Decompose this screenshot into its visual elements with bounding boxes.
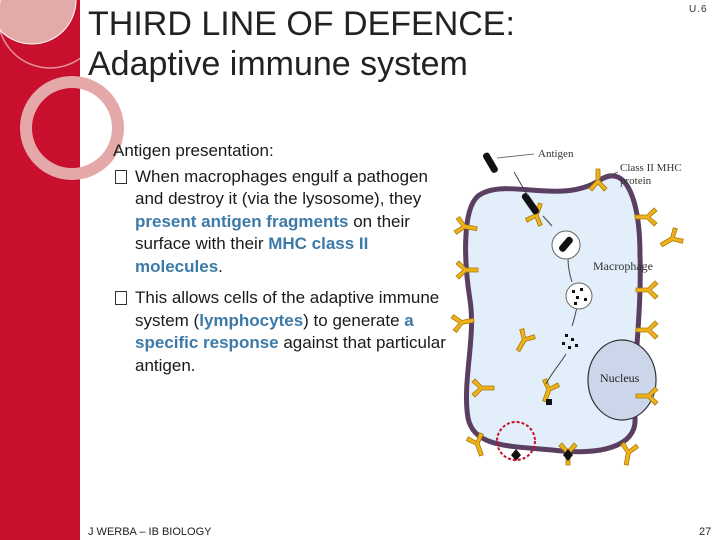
presentation-highlight-circle — [496, 421, 536, 461]
bullet-text: on their surface with their — [135, 211, 410, 254]
antigen-fragments — [562, 334, 578, 349]
bullet-text: against that particular antigen. — [135, 333, 446, 375]
bullet-point: This allows cells of the adaptive immune… — [113, 287, 453, 377]
nucleus — [587, 339, 657, 421]
highlight-text: present antigen fragments — [135, 211, 349, 231]
bullet-text: ) to generate — [303, 310, 405, 330]
macrophage-diagram: Antigen Class II MHC protein Macrophage … — [450, 148, 686, 467]
title-line-1: THIRD LINE OF DEFENCE: — [88, 5, 515, 43]
bullet-box-icon — [115, 291, 127, 305]
bullet-text: This allows cells of the adaptive immune… — [135, 288, 440, 330]
slide-title: THIRD LINE OF DEFENCE: Adaptive immune s… — [88, 4, 648, 84]
presented-antigen-icons — [511, 399, 573, 461]
bullet-box-icon — [115, 169, 127, 184]
bullet-point: When macrophages engulf a pathogen and d… — [113, 166, 453, 279]
bullet-text: . — [218, 256, 223, 276]
pathogen-icon — [521, 193, 539, 215]
title-line-2: Adaptive immune system — [88, 45, 468, 83]
section-heading: Antigen presentation: — [113, 141, 274, 160]
label-mhc-line2: protein — [620, 175, 652, 187]
highlight-text: lymphocytes — [199, 310, 304, 330]
pathogen-icon — [483, 152, 498, 173]
label-macrophage: Macrophage — [593, 259, 653, 273]
label-antigen: Antigen — [538, 148, 574, 160]
label-mhc-line1: Class II MHC — [620, 162, 682, 174]
label-nucleus: Nucleus — [600, 371, 640, 385]
bullet-text: When macrophages engulf a pathogen and d… — [135, 166, 428, 209]
highlight-text: MHC class II molecules — [135, 234, 369, 276]
footer-author: J WERBA – IB BIOLOGY — [88, 526, 212, 538]
highlight-text: a specific response — [135, 310, 414, 353]
left-accent-bar — [0, 0, 80, 540]
page-number: 27 — [699, 526, 712, 538]
slide-code: U.6 — [689, 4, 708, 15]
slide-content: Antigen presentation: When macrophages e… — [113, 140, 453, 386]
